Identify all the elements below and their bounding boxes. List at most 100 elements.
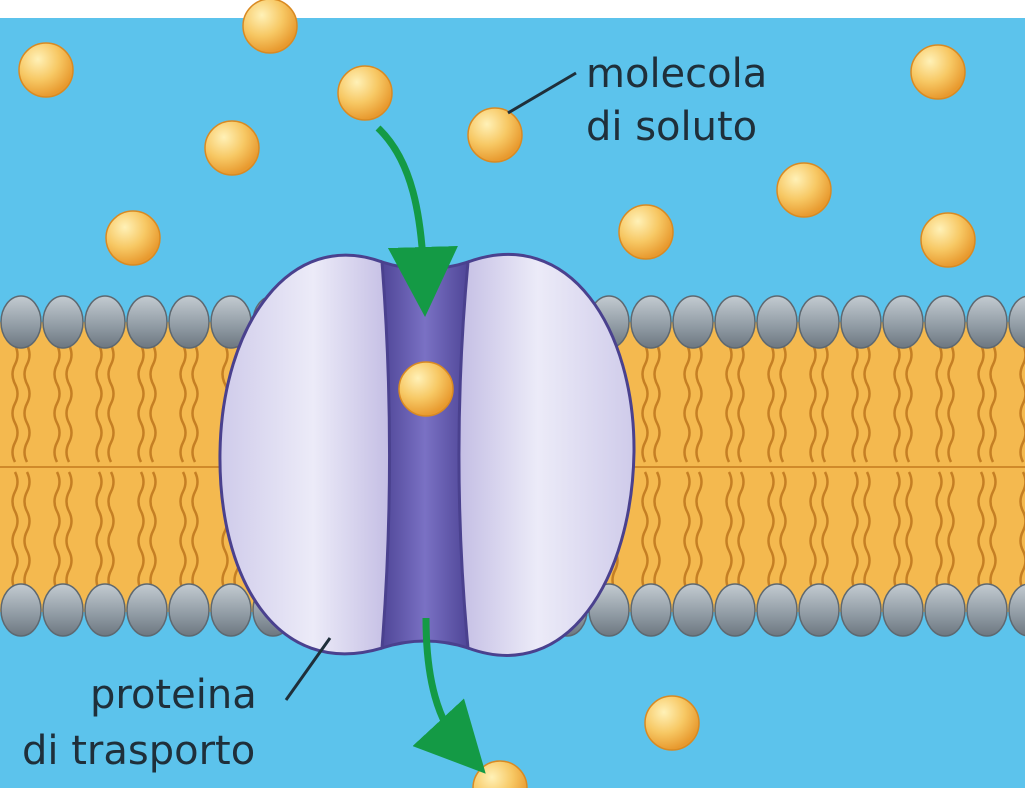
lipid-tail <box>893 471 901 591</box>
lipid-tail <box>653 344 661 463</box>
lipid-tail <box>53 344 61 463</box>
lipid-tail <box>1019 344 1025 463</box>
lipid-tail <box>989 344 997 463</box>
lipid-head <box>966 583 1008 637</box>
lipid-head <box>630 583 672 637</box>
lipid-tail <box>95 344 103 463</box>
lipid-head <box>714 583 756 637</box>
lipid-head <box>756 583 798 637</box>
lipid-tail <box>725 471 733 591</box>
lipid-tail <box>935 344 943 463</box>
lipid-tail <box>191 344 199 463</box>
lipid-tail <box>11 344 19 463</box>
lipid-tail <box>809 471 817 591</box>
lipid-tail <box>179 471 187 591</box>
protein-label-line1: proteina <box>90 672 257 718</box>
solute-molecule <box>242 0 298 54</box>
solute-molecule <box>337 65 393 121</box>
arrow-into-channel <box>375 125 458 317</box>
lipid-tail <box>683 471 691 591</box>
top-white-margin <box>0 0 1025 18</box>
lipid-head <box>714 295 756 349</box>
lipid-tail <box>821 344 829 463</box>
solute-molecules-layer <box>18 0 976 788</box>
lipid-head <box>840 295 882 349</box>
lipid-head <box>966 295 1008 349</box>
protein-channel <box>380 259 470 651</box>
lipid-head <box>798 583 840 637</box>
transport-protein <box>218 253 636 657</box>
lipid-head <box>168 295 210 349</box>
lipid-tail <box>905 471 913 591</box>
lipid-tail <box>725 344 733 463</box>
solute-molecule <box>105 210 161 266</box>
lipid-tail <box>821 471 829 591</box>
lipid-tail <box>935 471 943 591</box>
lipid-tail <box>149 471 157 591</box>
lipid-tail <box>737 471 745 591</box>
lipid-head <box>84 295 126 349</box>
lipid-tail <box>23 471 31 591</box>
lipid-tail <box>137 344 145 463</box>
lipid-tail <box>641 471 649 591</box>
protein-right-lobe <box>457 253 636 657</box>
lipid-head <box>924 583 966 637</box>
lipid-tail <box>851 471 859 591</box>
lipid-head <box>756 295 798 349</box>
lipid-head <box>42 583 84 637</box>
solute-label-line2: di soluto <box>586 104 757 150</box>
solute-molecule <box>776 162 832 218</box>
lipid-head <box>630 295 672 349</box>
lipid-tail <box>137 471 145 591</box>
lipid-tail <box>107 471 115 591</box>
lipid-tail <box>989 471 997 591</box>
lipid-head <box>84 583 126 637</box>
lipid-tail <box>179 344 187 463</box>
lipid-head <box>840 583 882 637</box>
solute-molecule <box>644 695 700 751</box>
lipid-tail <box>767 471 775 591</box>
lipid-head <box>1008 295 1025 349</box>
solute-molecule <box>472 760 528 788</box>
lipid-tail <box>767 344 775 463</box>
lipid-tail <box>863 471 871 591</box>
lipid-head <box>672 583 714 637</box>
lipid-tail <box>65 471 73 591</box>
lipid-tail <box>779 344 787 463</box>
lipid-head <box>126 295 168 349</box>
lipid-tail <box>809 344 817 463</box>
lipid-tail <box>107 344 115 463</box>
lipid-tail <box>1019 471 1025 591</box>
protein-label-line2: di trasporto <box>22 728 255 774</box>
lipid-tail <box>23 344 31 463</box>
lipid-tail <box>11 471 19 591</box>
lipid-tail <box>779 471 787 591</box>
solute-molecule <box>920 212 976 268</box>
lipid-tail <box>695 344 703 463</box>
lipid-tail <box>95 471 103 591</box>
solute-molecule <box>618 204 674 260</box>
arrow-out-of-channel <box>412 617 486 774</box>
protein-left-lobe <box>218 253 391 656</box>
solute-label-leader <box>507 71 577 115</box>
solute-molecule <box>204 120 260 176</box>
lipid-tail <box>653 471 661 591</box>
lipid-tail <box>863 344 871 463</box>
lipid-tail <box>191 471 199 591</box>
lipid-tail <box>683 344 691 463</box>
protein-label-leader <box>284 637 332 701</box>
lipid-head <box>882 583 924 637</box>
lipid-head <box>798 295 840 349</box>
lipid-head <box>0 583 42 637</box>
lipid-tail <box>977 471 985 591</box>
lipid-tail <box>977 344 985 463</box>
lipid-head <box>882 295 924 349</box>
lipid-tail <box>947 344 955 463</box>
solute-molecule <box>398 361 454 417</box>
solute-label-line1: molecola <box>586 51 767 97</box>
lipid-head <box>0 295 42 349</box>
lipid-head <box>672 295 714 349</box>
lipid-head <box>1008 583 1025 637</box>
lipid-head <box>210 583 252 637</box>
